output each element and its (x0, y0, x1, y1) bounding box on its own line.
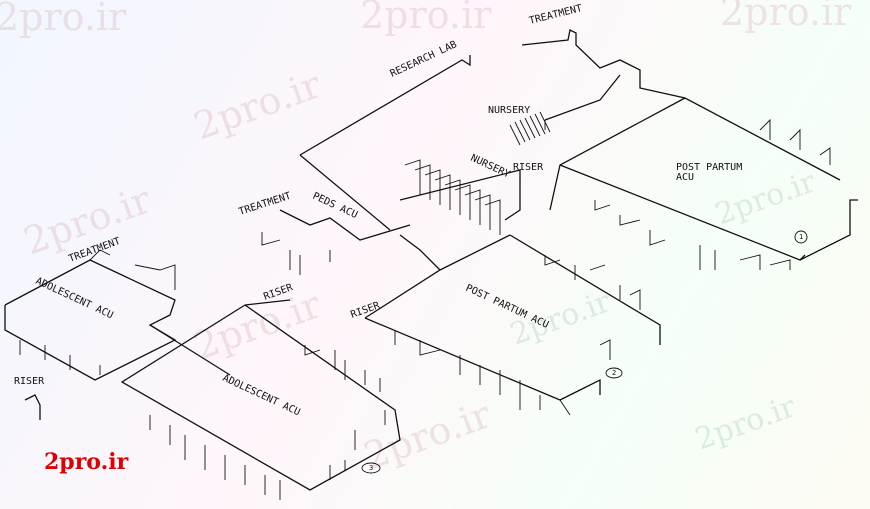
watermark: 2pro.ir (188, 282, 327, 369)
callouts: 1 2 3 (361, 230, 808, 474)
pipe-network (4, 29, 858, 500)
pipe-research-lab (299, 55, 471, 156)
label-nursery-mid: NURSERY (469, 153, 512, 181)
pipe-nursery-mid (399, 169, 521, 221)
pipe-post-partum-mid-lower (364, 317, 561, 401)
pipe-post-partum-top-right (799, 199, 858, 261)
pipe-riser-link (399, 234, 441, 271)
callout-circle-3 (361, 462, 381, 474)
nursery-manifold-mid (404, 159, 501, 235)
pipe-post-partum-mid-end (559, 378, 601, 401)
label-peds-acu: PEDS ACU (311, 191, 359, 221)
watermark: 2pro.ir (711, 164, 821, 233)
pipe-riser-left (24, 394, 41, 420)
pipe-adolescent-link (149, 324, 231, 376)
watermark: 2pro.ir (691, 389, 801, 458)
pipe-post-partum-mid (509, 234, 661, 345)
callout-circle-1 (794, 230, 808, 244)
brand-logo: 2pro.ir (44, 449, 129, 475)
watermark: 2pro.ir (360, 0, 492, 37)
pipe-branches-post-partum-top (594, 200, 791, 270)
label-treatment-mid: TREATMENT (238, 191, 293, 218)
label-treatment-top: TREATMENT (528, 3, 583, 27)
watermark: 2pro.ir (720, 0, 852, 34)
watermark: 2pro.ir (188, 62, 327, 149)
label-nursery-top: NURSERY (488, 105, 530, 116)
pipe-treatment-top (521, 29, 841, 181)
pipe-research-lab-drop (299, 154, 391, 231)
pipe-riser-center-link (244, 299, 291, 306)
pipe-post-partum-top (549, 97, 686, 211)
watermarks: 2pro.ir 2pro.ir 2pro.ir 2pro.ir 2pro.ir … (0, 0, 852, 478)
label-riser-mid: RISER (513, 162, 544, 173)
label-research-lab: RESEARCH LAB (389, 39, 459, 80)
label-riser-left: RISER (14, 376, 45, 387)
callout-circle-2 (605, 367, 623, 379)
pipe-branches-top-right (759, 118, 831, 165)
pipe-branches-post-partum-mid (394, 255, 641, 416)
watermark: 2pro.ir (0, 0, 127, 39)
nursery-manifold-top (509, 111, 551, 146)
pipe-adolescent-acu-loop (120, 304, 401, 491)
label-post-partum-top: POST PARTUM (676, 162, 742, 173)
callout-1: 1 (799, 233, 803, 241)
callout-2: 2 (612, 369, 616, 377)
pipe-peds-acu (279, 209, 411, 241)
pipe-branches-adolescent-top (19, 249, 176, 375)
label-post-partum-top-acu: ACU (676, 172, 694, 183)
callout-3: 3 (369, 464, 373, 472)
pipe-branches-adolescent-bottom (149, 345, 386, 500)
pipe-riser-trunk (364, 234, 511, 319)
pipe-branches-treatment-mid (261, 232, 331, 275)
pipe-adolescent-acu-top (4, 259, 177, 381)
label-adolescent-acu-top: ADOLESCENT ACU (34, 276, 115, 322)
label-adolescent-acu-bottom: ADOLESCENT ACU (221, 373, 302, 419)
pipe-nursery-top (544, 74, 621, 121)
